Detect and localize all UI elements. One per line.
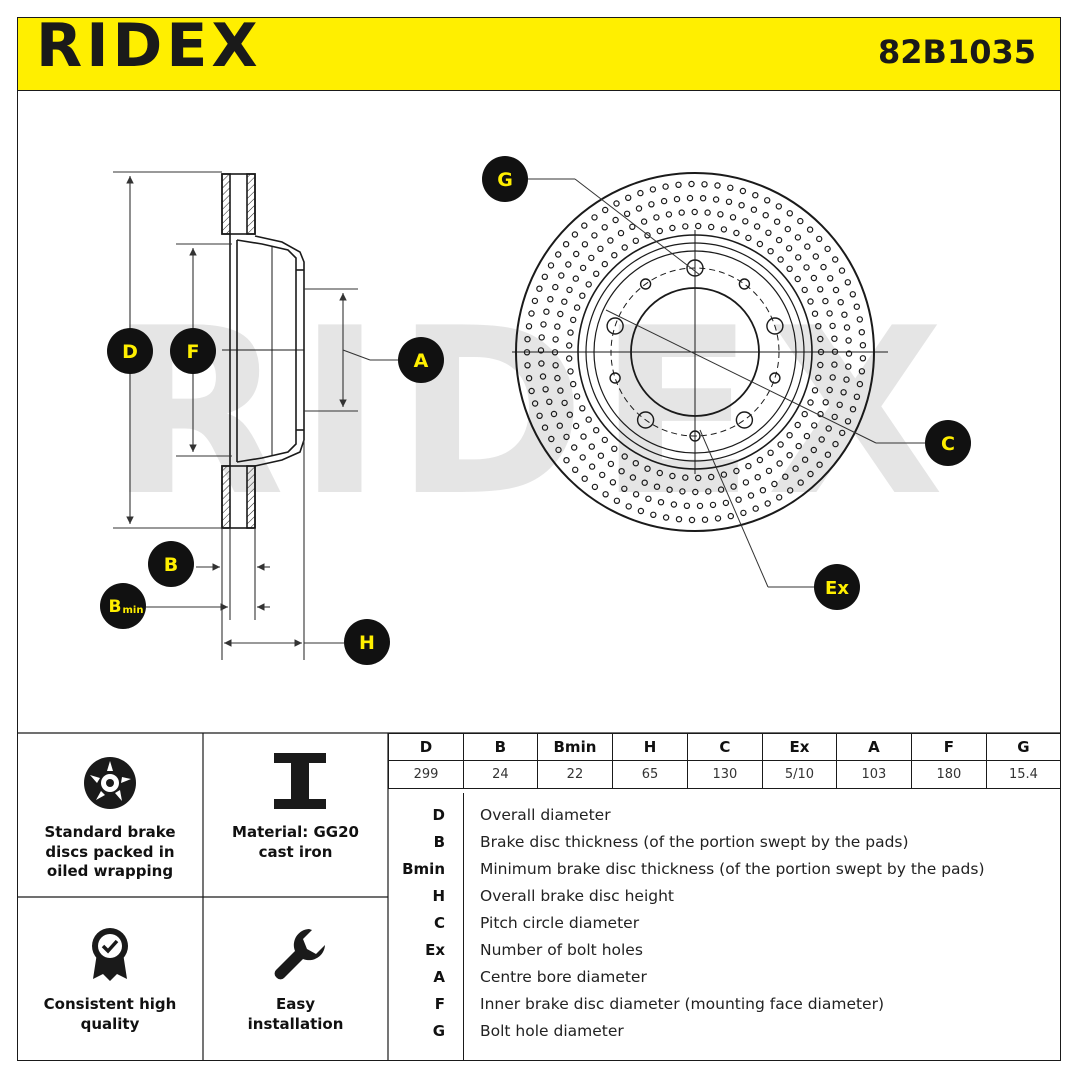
- legend-description: Brake disc thickness (of the portion swe…: [480, 833, 909, 851]
- feature-text-material: Material: GG20 cast iron: [232, 823, 359, 861]
- feature-cell-installation: Easy installation: [203, 897, 388, 1061]
- brand-logo: RIDEX: [36, 11, 262, 81]
- feature-text-packaging: Standard brake discs packed in oiled wra…: [44, 823, 176, 880]
- spec-value: 103: [835, 760, 912, 789]
- legend-code: F: [434, 995, 445, 1013]
- legend-code: C: [433, 914, 445, 932]
- legend-code: Bmin: [402, 860, 445, 878]
- legend-code: A: [433, 968, 445, 986]
- spec-header: Ex: [761, 733, 837, 761]
- quality-badge-icon: [92, 928, 128, 981]
- legend-description: Pitch circle diameter: [480, 914, 640, 932]
- feature-cell-material: Material: GG20 cast iron: [203, 733, 388, 897]
- legend-codes: D B Bmin H C Ex A F G: [389, 802, 463, 1045]
- brake-disc-icon: [84, 757, 136, 809]
- i-beam-icon: [274, 753, 326, 809]
- spec-header: C: [686, 733, 763, 761]
- spec-header: A: [835, 733, 912, 761]
- legend-description: Centre bore diameter: [480, 968, 647, 986]
- legend-description: Overall brake disc height: [480, 887, 674, 905]
- feature-text-quality: Consistent high quality: [43, 995, 177, 1033]
- legend-code: Ex: [425, 941, 445, 959]
- part-number: 82B1035: [878, 33, 1036, 71]
- legend-code: D: [432, 806, 445, 824]
- legend-description: Overall diameter: [480, 806, 611, 824]
- feature-cell-quality: Consistent high quality: [17, 897, 203, 1061]
- spec-value: 65: [612, 760, 688, 789]
- legend-descriptions: Overall diameter Brake disc thickness (o…: [480, 802, 1060, 1045]
- legend-description: Inner brake disc diameter (mounting face…: [480, 995, 885, 1013]
- spec-header-row: D B Bmin H C Ex A F G: [388, 733, 1062, 761]
- spec-header: D: [388, 733, 464, 761]
- spec-header: B: [462, 733, 538, 761]
- spec-value: 299: [388, 760, 464, 789]
- feature-cell-packaging: Standard brake discs packed in oiled wra…: [17, 733, 203, 897]
- header-bar: [17, 17, 1061, 91]
- spec-value: 130: [686, 760, 763, 789]
- wrench-icon: [274, 929, 325, 980]
- legend-description: Number of bolt holes: [480, 941, 643, 959]
- spec-value: 15.4: [985, 760, 1062, 789]
- spec-value: 24: [462, 760, 538, 789]
- spec-value-row: 299 24 22 65 130 5/10 103 180 15.4: [388, 760, 1062, 789]
- spec-value: 5/10: [761, 760, 837, 789]
- legend-description: Bolt hole diameter: [480, 1022, 624, 1040]
- spec-value: 22: [536, 760, 614, 789]
- spec-header: F: [910, 733, 987, 761]
- legend-code: B: [433, 833, 445, 851]
- legend-code: H: [432, 887, 445, 905]
- legend-divider: [463, 793, 464, 1061]
- spec-header: H: [612, 733, 688, 761]
- spec-header: G: [985, 733, 1062, 761]
- feature-text-installation: Easy installation: [247, 995, 344, 1033]
- legend-code: G: [432, 1022, 445, 1040]
- spec-value: 180: [910, 760, 987, 789]
- spec-header: Bmin: [536, 733, 614, 761]
- legend-description: Minimum brake disc thickness (of the por…: [480, 860, 985, 878]
- spec-table: D B Bmin H C Ex A F G 299 24 22 65 130 5…: [388, 733, 1062, 789]
